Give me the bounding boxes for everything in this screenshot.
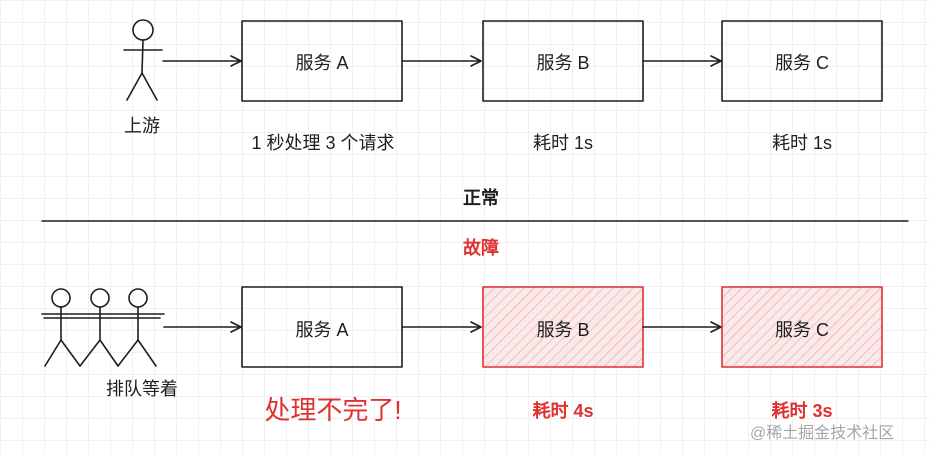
- fault-service-c-note: 耗时 3s: [771, 401, 833, 421]
- arrow-fault-service-b-to-c: [642, 321, 722, 333]
- service-a-label: 服务 A: [295, 53, 349, 73]
- arrow-service-b-to-c: [642, 55, 722, 67]
- upstream-label: 上游: [124, 116, 160, 136]
- arrow-service-a-to-b: [401, 55, 482, 67]
- normal-section-label: 正常: [463, 188, 499, 208]
- service-b-note: 耗时 1s: [532, 133, 594, 153]
- upstream-figure-icon: [123, 19, 163, 101]
- arrow-queue-to-service-a: [163, 321, 242, 333]
- service-c-label: 服务 C: [775, 53, 829, 73]
- service-c-note: 耗时 1s: [771, 133, 833, 153]
- service-b-label: 服务 B: [536, 53, 590, 73]
- service-c-box: [721, 20, 883, 102]
- fault-section-label: 故障: [463, 238, 499, 258]
- fault-service-a-note: 处理不完了!: [264, 395, 402, 425]
- fault-service-b-label: 服务 B: [536, 320, 590, 340]
- watermark: @稀土掘金技术社区: [750, 425, 895, 442]
- fault-service-a-label: 服务 A: [295, 320, 349, 340]
- arrow-upstream-to-service-a: [162, 55, 242, 67]
- fault-service-c-box: [721, 286, 883, 368]
- fault-service-b-box: [482, 286, 644, 368]
- queued-figures-icon: [41, 288, 165, 367]
- service-a-note: 1 秒处理 3 个请求: [251, 133, 395, 153]
- arrow-fault-service-a-to-b: [401, 321, 482, 333]
- fault-service-b-note: 耗时 4s: [532, 401, 594, 421]
- queue-label: 排队等着: [106, 379, 178, 399]
- fault-service-c-label: 服务 C: [775, 320, 829, 340]
